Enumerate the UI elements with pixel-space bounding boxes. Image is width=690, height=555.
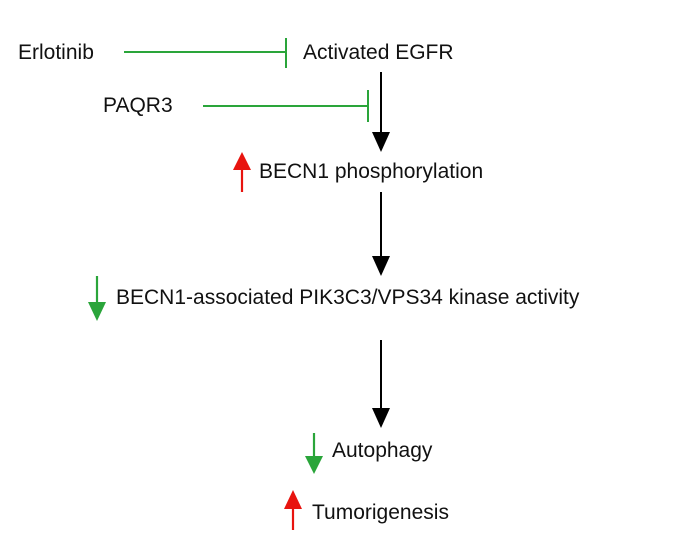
activation-becn1-vps34 [372,192,390,276]
node-activated-egfr: Activated EGFR [303,41,454,64]
activation-egfr-becn1 [372,72,390,152]
node-erlotinib: Erlotinib [18,41,94,64]
down-arrow-icon [88,276,106,321]
inhibition-erlotinib-egfr [124,38,287,68]
activation-vps34-autophagy [372,340,390,428]
up-arrow-icon [233,152,251,192]
node-autophagy: Autophagy [332,439,433,462]
node-tumorigenesis: Tumorigenesis [312,501,449,524]
inhibition-paqr3-egfr [203,90,369,122]
node-becn1-phosphorylation: BECN1 phosphorylation [259,160,483,183]
down-arrow-icon [305,433,323,474]
node-vps34-kinase-activity: BECN1-associated PIK3C3/VPS34 kinase act… [116,286,580,309]
node-paqr3: PAQR3 [103,94,173,117]
up-arrow-icon [284,490,302,530]
